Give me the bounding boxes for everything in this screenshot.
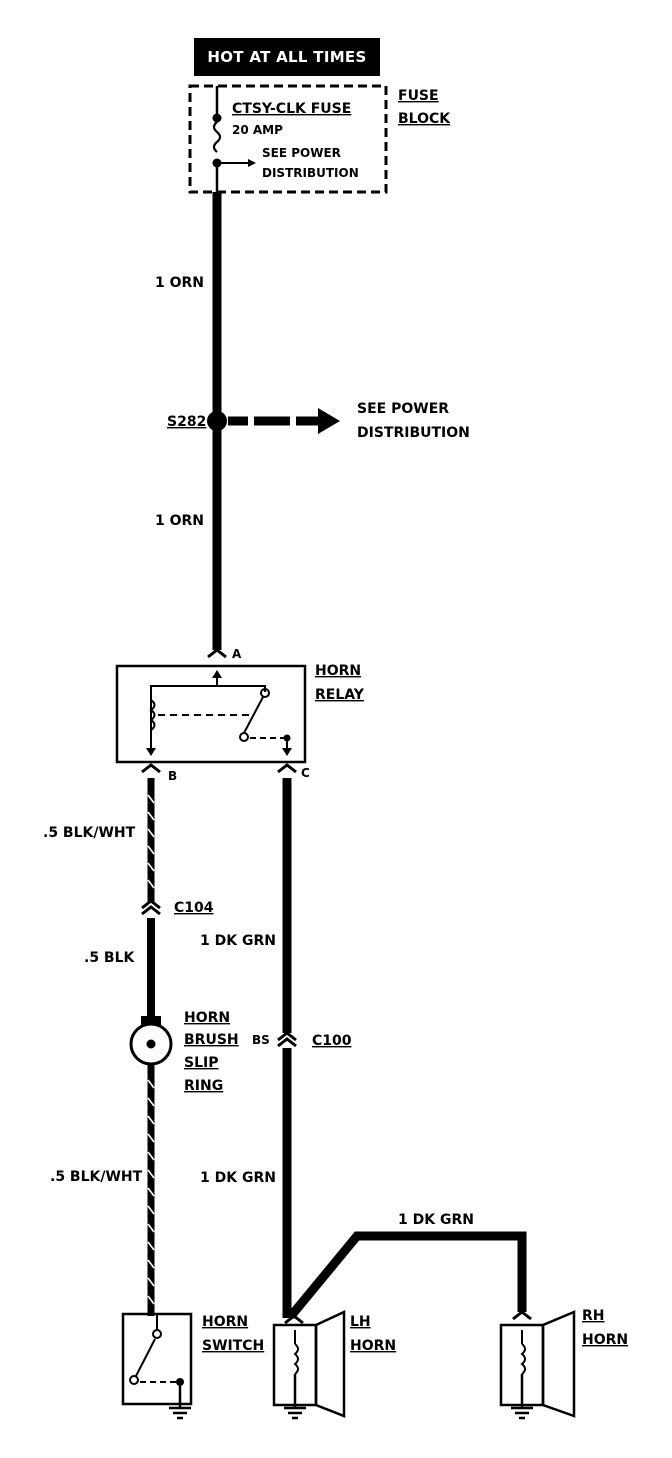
brush-label-2: BRUSH: [184, 1032, 239, 1048]
relay-label-1: HORN: [315, 663, 361, 679]
wire-label-orn-2: 1 ORN: [155, 513, 204, 529]
brush-label-4: RING: [184, 1078, 223, 1094]
horn-relay: [115, 648, 307, 774]
connector-c100: [277, 1031, 297, 1048]
splice-s282: [207, 408, 340, 434]
wire-label-dk-grn-2: 1 DK GRN: [200, 1170, 276, 1186]
wire-label-orn-1: 1 ORN: [155, 275, 204, 291]
connector-c104-label: C104: [174, 900, 214, 916]
wire-blk-wht-upper: [147, 778, 155, 902]
horn-switch-label-1: HORN: [202, 1314, 248, 1330]
lh-horn-label-2: HORN: [350, 1338, 396, 1354]
connector-c100-pin: BS: [252, 1033, 270, 1047]
brush-slip-ring: [129, 1016, 173, 1066]
lh-horn: [272, 1310, 346, 1420]
fuse-block: CTSY-CLK FUSE 20 AMP SEE POWER DISTRIBUT…: [188, 84, 388, 194]
fuse-name: CTSY-CLK FUSE: [232, 101, 351, 117]
brush-label-1: HORN: [184, 1010, 230, 1026]
wire-label-blk-wht-1: .5 BLK/WHT: [43, 825, 136, 841]
relay-pin-b: B: [168, 769, 177, 783]
wire-label-dk-grn-3: 1 DK GRN: [398, 1212, 474, 1228]
lh-horn-label-1: LH: [350, 1314, 371, 1330]
horn-switch-label-2: SWITCH: [202, 1338, 264, 1354]
rh-horn: [499, 1310, 576, 1420]
relay-pin-a: A: [232, 647, 242, 661]
header-text: HOT AT ALL TIMES: [207, 48, 366, 66]
relay-pin-c: C: [301, 766, 310, 780]
splice-see-line1: SEE POWER: [357, 401, 449, 417]
connector-c104: [141, 899, 161, 916]
wire-label-blk: .5 BLK: [84, 950, 136, 966]
wire-dk-grn-branch: [287, 1231, 527, 1319]
splice-see-line2: DISTRIBUTION: [357, 425, 470, 441]
header-box: HOT AT ALL TIMES: [194, 38, 380, 76]
wire-label-dk-grn-1: 1 DK GRN: [200, 933, 276, 949]
fuse-block-title: FUSE: [398, 88, 439, 104]
horn-switch: [121, 1312, 193, 1420]
wire-label-blk-wht-2: .5 BLK/WHT: [50, 1169, 143, 1185]
fuse-see-line2: DISTRIBUTION: [262, 166, 359, 180]
fuse-block-title2: BLOCK: [398, 111, 451, 127]
relay-label-2: RELAY: [315, 687, 365, 703]
connector-c100-label: C100: [312, 1033, 352, 1049]
splice-id: S282: [167, 414, 206, 430]
fuse-rating: 20 AMP: [232, 123, 283, 137]
fuse-see-line1: SEE POWER: [262, 146, 341, 160]
wire-blk-wht-lower: [147, 1064, 155, 1316]
rh-horn-label-2: HORN: [582, 1332, 628, 1348]
rh-horn-label-1: RH: [582, 1308, 605, 1324]
brush-label-3: SLIP: [184, 1055, 218, 1071]
